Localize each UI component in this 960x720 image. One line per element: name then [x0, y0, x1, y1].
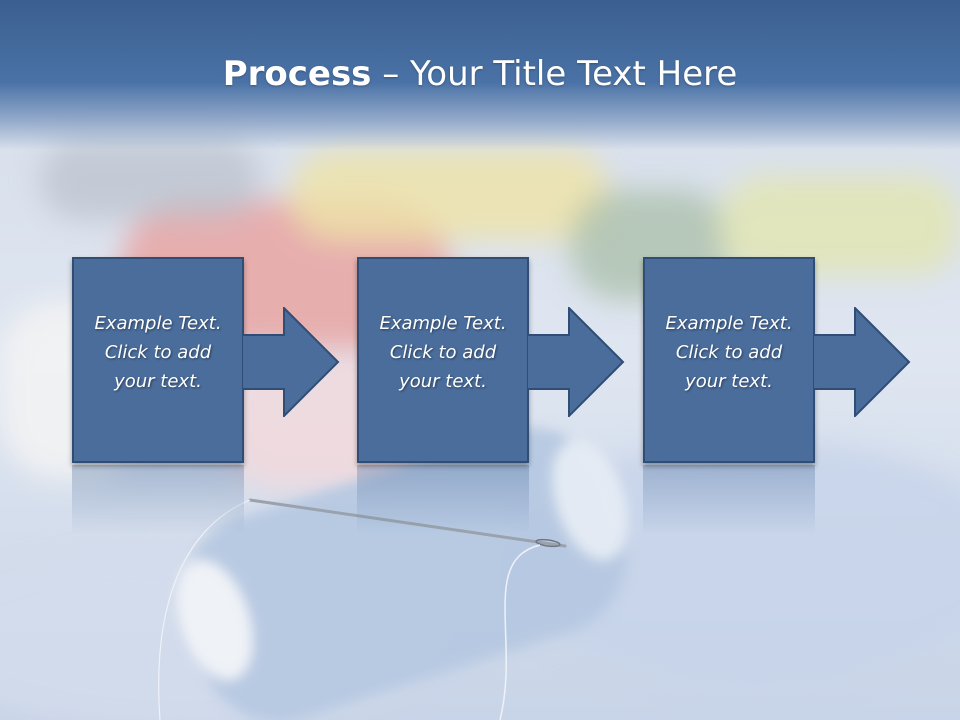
- step-box[interactable]: [72, 257, 244, 463]
- arrow-right-icon: [242, 307, 340, 417]
- step-3-reflection: [643, 465, 815, 535]
- step-text[interactable]: Example Text. Click to add your text.: [94, 313, 222, 392]
- arrow-right-icon: [527, 307, 625, 417]
- step-box[interactable]: [643, 257, 815, 463]
- step-text[interactable]: Example Text. Click to add your text.: [665, 313, 793, 392]
- step-text[interactable]: Example Text. Click to add your text.: [379, 313, 507, 392]
- step-2-reflection: [357, 465, 529, 535]
- slide-title[interactable]: Process – Your Title Text Here: [0, 52, 960, 96]
- title-rest: – Your Title Text Here: [371, 54, 738, 94]
- arrow-right-icon: [813, 307, 911, 417]
- step-1-reflection: [72, 465, 244, 535]
- title-bold: Process: [222, 54, 372, 94]
- step-box[interactable]: [357, 257, 529, 463]
- title-band: [0, 0, 960, 150]
